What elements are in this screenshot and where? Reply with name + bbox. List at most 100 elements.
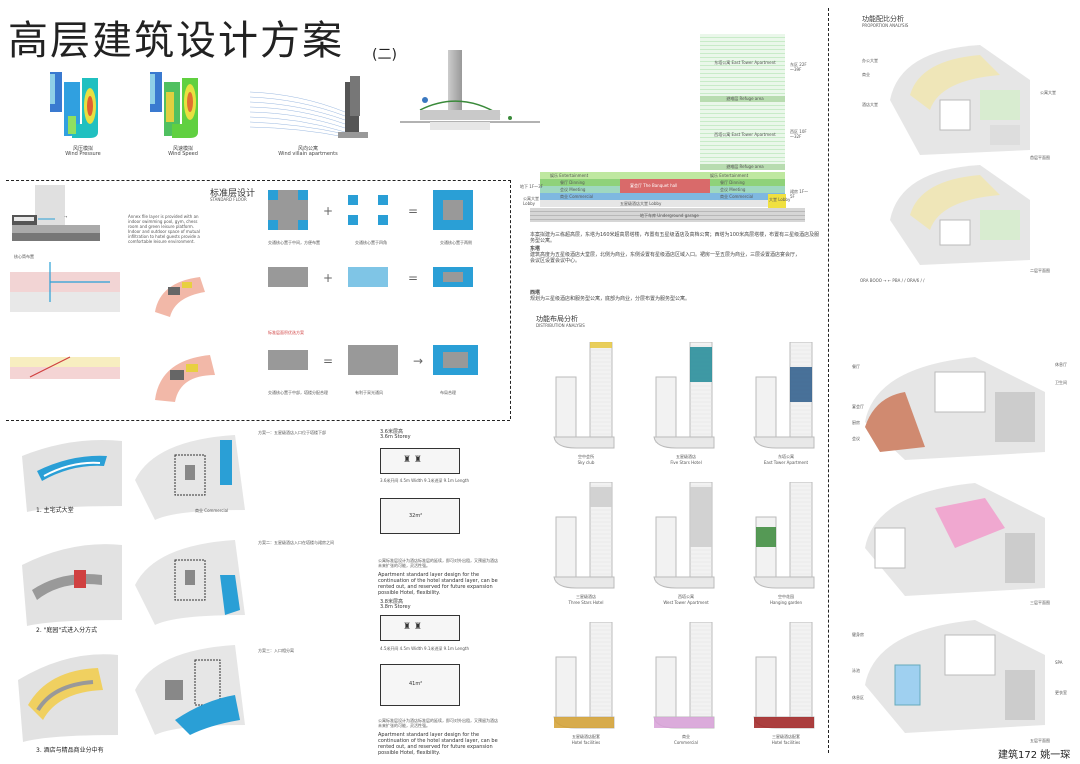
bot-label-5: 更衣室: [1055, 690, 1067, 695]
dim-underground: 地下 1F～3F: [520, 184, 543, 189]
tall-tower: [589, 621, 613, 723]
hotel-lobby-label: 五星级酒店大堂 Lobby: [620, 201, 662, 206]
wind-pressure-caption-en: Wind Pressure: [65, 151, 101, 157]
tower-caption-en: Hotel facilities: [571, 740, 601, 745]
proportion-title-en: PROPORTION ANALYSIS: [862, 23, 909, 28]
option-label: 标准层面积优选方案: [268, 330, 304, 335]
plan-ground-floor: [880, 40, 1040, 160]
entry-option-3: [18, 650, 118, 742]
tower-caption-en: Sky club: [577, 460, 595, 465]
floor3-label: 三层平面图: [1030, 600, 1050, 605]
east-tower-block: [700, 34, 785, 96]
core-option-row3-drawing: = →: [268, 345, 478, 375]
tall-tower: [689, 621, 713, 723]
banquet-hall-label: 宴会厅 The Banquet hall: [630, 183, 678, 188]
underground-garage-label: 地下车库 Underground garage: [640, 213, 699, 218]
footer-author: 建筑172 姚一琛: [998, 750, 1071, 761]
refuge-area-1: [700, 96, 785, 102]
svg-text:+: +: [323, 271, 333, 285]
entry-plan-3-drawing: [135, 645, 245, 735]
svg-text:=: =: [323, 354, 333, 368]
function-highlight: [790, 367, 812, 402]
entry-plan-1: [135, 430, 255, 520]
tower-caption-cn: 空中花园: [778, 594, 794, 599]
layer-b-dim: 4.5米开间 4.5m Width 9.1米进深 9.1m Length: [380, 646, 470, 651]
west-tower-label: 西塔公寓 East Tower Apartment: [714, 132, 776, 137]
entry-plan-1-drawing: [135, 435, 245, 520]
tall-tower: [589, 341, 613, 443]
proportion-title-cn: 功能配比分析: [862, 15, 904, 23]
entry-plan-2-drawing: [135, 540, 245, 625]
wind-speed-caption-en: Wind Speed: [168, 151, 198, 157]
entry-panel: [6, 420, 510, 761]
core-label: 核心筒布置: [14, 254, 34, 259]
plan-pink-2-drawing: [155, 355, 215, 402]
tall-tower: [789, 481, 813, 583]
top-label-2: 商业: [862, 72, 870, 77]
top-label-3: 酒店大堂: [862, 102, 878, 107]
tower-caption-en: Three Stars Hotel: [568, 600, 604, 605]
standard-floor-title-cn: 标准层设计: [210, 189, 256, 199]
east-heading: 东塔: [530, 246, 541, 252]
function-highlight: [754, 717, 814, 728]
core-option-row1: + =: [268, 185, 498, 235]
lobby-yellow-block: [768, 194, 786, 208]
layer-b-text-en: Apartment standard layer design for the …: [378, 732, 498, 756]
short-tower: [655, 376, 677, 443]
page-subtitle: (二): [372, 47, 397, 63]
podium: [753, 436, 815, 449]
section-pink-diagram: [10, 262, 120, 322]
layer-a-section: ♜ ♜: [380, 448, 460, 474]
site-section-figure: [400, 40, 540, 140]
tower-caption-en: Hanging garden: [769, 600, 803, 605]
tower-block-drawing: [12, 185, 100, 241]
people-icon: ♜ ♜: [403, 455, 422, 465]
plan-pink-2: [150, 350, 220, 406]
tower-caption-cn: 空中会所: [578, 454, 594, 459]
dinning-label-left: 餐厅 Dinning: [560, 180, 585, 185]
plan-fifth-floor-drawing: [865, 620, 1045, 733]
entry-option-1-label: 1. 主宅式大堂: [36, 507, 74, 514]
intro-text: 本案拟建为三栋超高层，东塔为160米超高层塔楼，布置有五星级酒店及高档公寓；西塔…: [530, 232, 820, 244]
vertical-divider: [828, 8, 829, 753]
dim-east: 东区 22F～39F: [790, 62, 807, 72]
wind-streamline-diagram: [249, 76, 368, 138]
tower-drawing: [553, 341, 615, 449]
tower-caption-en: West Tower Apartment: [663, 600, 709, 605]
short-tower: [655, 516, 677, 583]
note-5: 有利于采光通风: [355, 390, 383, 395]
mid-label-6: 卫生间: [1055, 380, 1067, 385]
plan-third-floor-drawing: [865, 357, 1045, 460]
wind-speed-caption-cn: 风速模拟: [172, 146, 193, 152]
tower-drawing: [753, 481, 815, 589]
bot-label-2: 泳池: [852, 668, 860, 673]
wind-speed-heatmap: [150, 72, 198, 138]
note-2: 交通核心置于四角: [355, 240, 387, 245]
wind-pressure-heatmap: [50, 72, 98, 138]
floor-tower-diagram: [10, 185, 100, 245]
section-yellow-drawing: [10, 356, 120, 379]
tower-drawing: [653, 621, 715, 729]
floor-tower-note: →: [64, 214, 68, 219]
underground-garage: [530, 208, 805, 222]
svg-text:+: +: [323, 204, 333, 218]
plan-pink-1: [150, 272, 210, 322]
commercial-label-right: 商业 Commercial: [720, 194, 754, 199]
layer-a-title: 3.6米层高: [380, 429, 403, 435]
function-highlight: [590, 342, 612, 348]
tower-caption-en: Commercial: [674, 740, 698, 745]
core-option-row1-drawing: + =: [268, 190, 473, 230]
plan-second-floor-drawing: [890, 165, 1030, 265]
tower-drawing: [653, 341, 715, 449]
entry-tag-3: 方案三：入口相分离: [258, 648, 294, 653]
commercial-label-left: 商业 Commercial: [560, 194, 594, 199]
note-6: 布局合理: [440, 390, 456, 395]
layer-a-dim: 3.6米开间 4.5m Width 9.1米进深 9.1m Length: [380, 478, 470, 483]
short-tower: [755, 656, 777, 723]
entry-commercial-label: 商业 Commercial: [195, 508, 229, 513]
plan-fourth-floor: [855, 478, 1055, 598]
layer-a-text-en: Apartment standard layer design for the …: [378, 572, 498, 596]
entertainment-floor: [540, 172, 785, 179]
bot-label-4: SPA: [1055, 660, 1063, 665]
